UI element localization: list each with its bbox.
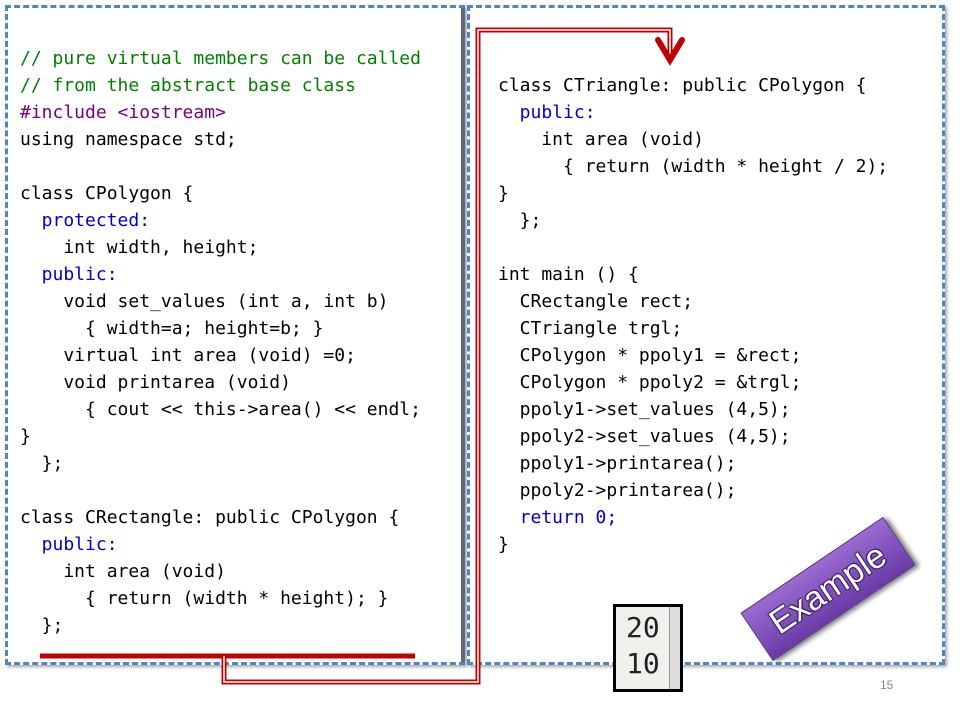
code-line: public: xyxy=(498,102,596,123)
code-line: ppoly2->printarea(); xyxy=(498,480,737,501)
code-line: CPolygon * ppoly1 = &rect; xyxy=(498,345,802,366)
code-line: int width, height; xyxy=(20,237,259,258)
code-line: { cout << this->area() << endl; xyxy=(20,399,421,420)
code-line: }; xyxy=(498,210,542,231)
code-line: } xyxy=(498,183,509,204)
right-code-block: class CTriangle: public CPolygon { publi… xyxy=(498,72,888,558)
code-line: void printarea (void) xyxy=(20,372,291,393)
arrow-head-icon xyxy=(655,37,685,66)
code-line: }; xyxy=(20,453,64,474)
code-line: { width=a; height=b; } xyxy=(20,318,324,339)
code-line: #include <iostream> xyxy=(20,102,226,123)
panel-divider xyxy=(461,8,465,662)
code-line: class CRectangle: public CPolygon { xyxy=(20,507,400,528)
code-line: { return (width * height); } xyxy=(20,588,389,609)
code-line: } xyxy=(20,426,31,447)
code-line: int area (void) xyxy=(20,561,226,582)
code-line: }; xyxy=(20,615,64,636)
console-scrollbar xyxy=(669,607,680,689)
code-line: { return (width * height / 2); xyxy=(498,156,889,177)
code-line: ppoly1->set_values (4,5); xyxy=(498,399,791,420)
code-line: int main () { xyxy=(498,264,639,285)
code-line: } xyxy=(498,534,509,555)
code-line: return 0; xyxy=(498,507,618,528)
code-line: public: xyxy=(20,264,118,285)
left-code-panel xyxy=(5,5,465,665)
code-line: ppoly1->printarea(); xyxy=(498,453,737,474)
code-line: CTriangle trgl; xyxy=(498,318,683,339)
code-line: class CTriangle: public CPolygon { xyxy=(498,75,867,96)
code-line: CPolygon * ppoly2 = &trgl; xyxy=(498,372,802,393)
code-line: virtual int area (void) =0; xyxy=(20,345,356,366)
code-line: public: xyxy=(20,534,118,555)
code-line: // from the abstract base class xyxy=(20,75,356,96)
code-line: ppoly2->set_values (4,5); xyxy=(498,426,791,447)
code-line: // pure virtual members can be called xyxy=(20,48,421,69)
code-line: void set_values (int a, int b) xyxy=(20,291,389,312)
code-line: class CPolygon { xyxy=(20,183,194,204)
code-line: protected: xyxy=(20,210,151,231)
code-line: using namespace std; xyxy=(20,129,237,150)
output-line: 20 xyxy=(626,611,660,644)
connector-path xyxy=(221,27,673,685)
left-code-block: // pure virtual members can be called // … xyxy=(20,45,421,639)
page-number: 15 xyxy=(880,678,894,692)
output-line: 10 xyxy=(626,647,660,680)
console-output: 20 10 xyxy=(613,604,683,692)
code-line: CRectangle rect; xyxy=(498,291,694,312)
code-line: int area (void) xyxy=(498,129,704,150)
